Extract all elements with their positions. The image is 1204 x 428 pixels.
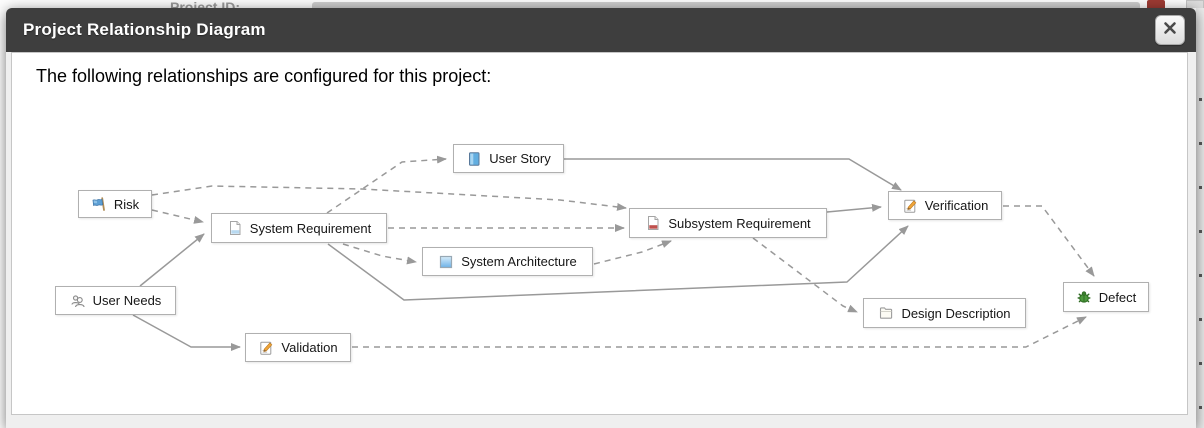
page-background-strip: Project ID: <box>0 0 1204 8</box>
node-label: Verification <box>924 198 989 213</box>
node-system-requirement: System Requirement <box>211 213 387 243</box>
node-label: User Needs <box>92 293 162 308</box>
intro-text: The following relationships are configur… <box>36 66 492 86</box>
background-tab-label: Project ID: <box>170 0 241 8</box>
checklist-pencil-icon <box>258 340 274 356</box>
node-user-needs: User Needs <box>55 286 176 315</box>
node-label: Subsystem Requirement <box>668 215 811 231</box>
node-validation: Validation <box>245 333 351 362</box>
background-dotted-edge <box>1199 98 1202 414</box>
background-gray-tab <box>1186 0 1204 8</box>
bug-icon <box>1076 289 1092 305</box>
node-risk: Risk <box>78 190 152 218</box>
dialog-title: Project Relationship Diagram <box>23 20 266 39</box>
node-label: Design Description <box>901 305 1011 321</box>
node-label: Defect <box>1098 289 1137 305</box>
users-icon <box>70 293 86 309</box>
background-red-icon <box>1147 0 1165 8</box>
node-user-story: User Story <box>453 144 564 173</box>
checklist-pencil-icon <box>902 198 918 214</box>
close-icon <box>1163 21 1177 40</box>
node-subsystem-requirement: Subsystem Requirement <box>629 208 827 238</box>
document-blue-icon <box>227 220 243 236</box>
node-label: Validation <box>281 340 338 355</box>
background-panel-edge <box>312 2 1140 8</box>
node-label: System Requirement <box>249 220 372 236</box>
folder-icon <box>878 305 894 321</box>
book-blue-icon <box>466 151 482 167</box>
node-label: System Architecture <box>461 254 577 269</box>
node-design-description: Design Description <box>863 298 1026 328</box>
blue-square-icon <box>438 254 454 270</box>
flag-icon <box>91 196 107 212</box>
node-system-architecture: System Architecture <box>422 247 593 276</box>
node-label: User Story <box>489 151 551 166</box>
node-label: Risk <box>113 196 140 212</box>
dialog-content-area <box>11 52 1188 415</box>
dialog-title-bar: Project Relationship Diagram <box>6 8 1196 52</box>
node-verification: Verification <box>888 191 1002 220</box>
node-defect: Defect <box>1063 282 1149 312</box>
document-red-icon <box>645 215 661 231</box>
close-button[interactable] <box>1155 15 1185 45</box>
